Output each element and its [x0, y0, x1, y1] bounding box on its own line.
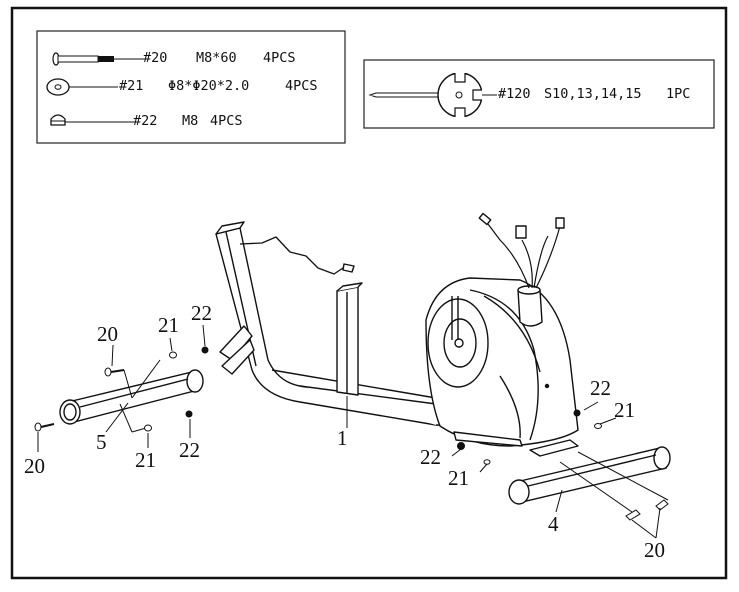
main-frame [215, 212, 579, 457]
callout-nut-left-top: 22 [191, 301, 212, 325]
outer-border [10, 6, 728, 580]
callout-bolt-right: 20 [644, 538, 665, 562]
hw-code-21: #21 [119, 78, 144, 94]
tool-box-border [363, 59, 715, 129]
tool-code: #120 [498, 86, 531, 102]
callout-main-frame: 1 [337, 426, 348, 450]
hw-qty-22: 4PCS [210, 113, 243, 129]
callout-rear-stabilizer: 4 [548, 512, 559, 536]
hw-spec-21: Φ8*Φ20*2.0 [168, 78, 250, 94]
bolt-icon [52, 52, 143, 66]
multi-wrench-icon [368, 71, 497, 119]
callout-washer-right-top: 21 [614, 398, 635, 422]
callout-washer-left-bottom: 21 [135, 448, 156, 472]
callout-front-stabilizer: 5 [96, 430, 107, 454]
hw-spec-20: M8*60 [196, 50, 237, 66]
callout-bolt-left-bottom: 20 [24, 454, 45, 478]
callout-nut-right-top: 22 [590, 376, 611, 400]
callout-washer-right-bottom: 21 [448, 466, 469, 490]
hardware-parts [34, 324, 669, 539]
hw-code-22: #22 [133, 113, 158, 129]
callout-bolt-left-top: 20 [97, 322, 118, 346]
washer-icon [46, 78, 118, 96]
hw-code-20: #20 [143, 50, 168, 66]
cap-nut-icon [50, 114, 133, 126]
hw-qty-20: 4PCS [263, 50, 296, 66]
tool-qty: 1PC [666, 86, 691, 102]
rear-stabilizer [508, 446, 671, 505]
hardware-box-border [36, 30, 346, 144]
tool-spec: S10,13,14,15 [544, 86, 642, 102]
hw-spec-22: M8 [182, 113, 199, 129]
callout-nut-left-bottom: 22 [179, 438, 200, 462]
hw-qty-21: 4PCS [285, 78, 318, 94]
callout-washer-left-top: 21 [158, 313, 179, 337]
callout-nut-right-bottom: 22 [420, 445, 441, 469]
